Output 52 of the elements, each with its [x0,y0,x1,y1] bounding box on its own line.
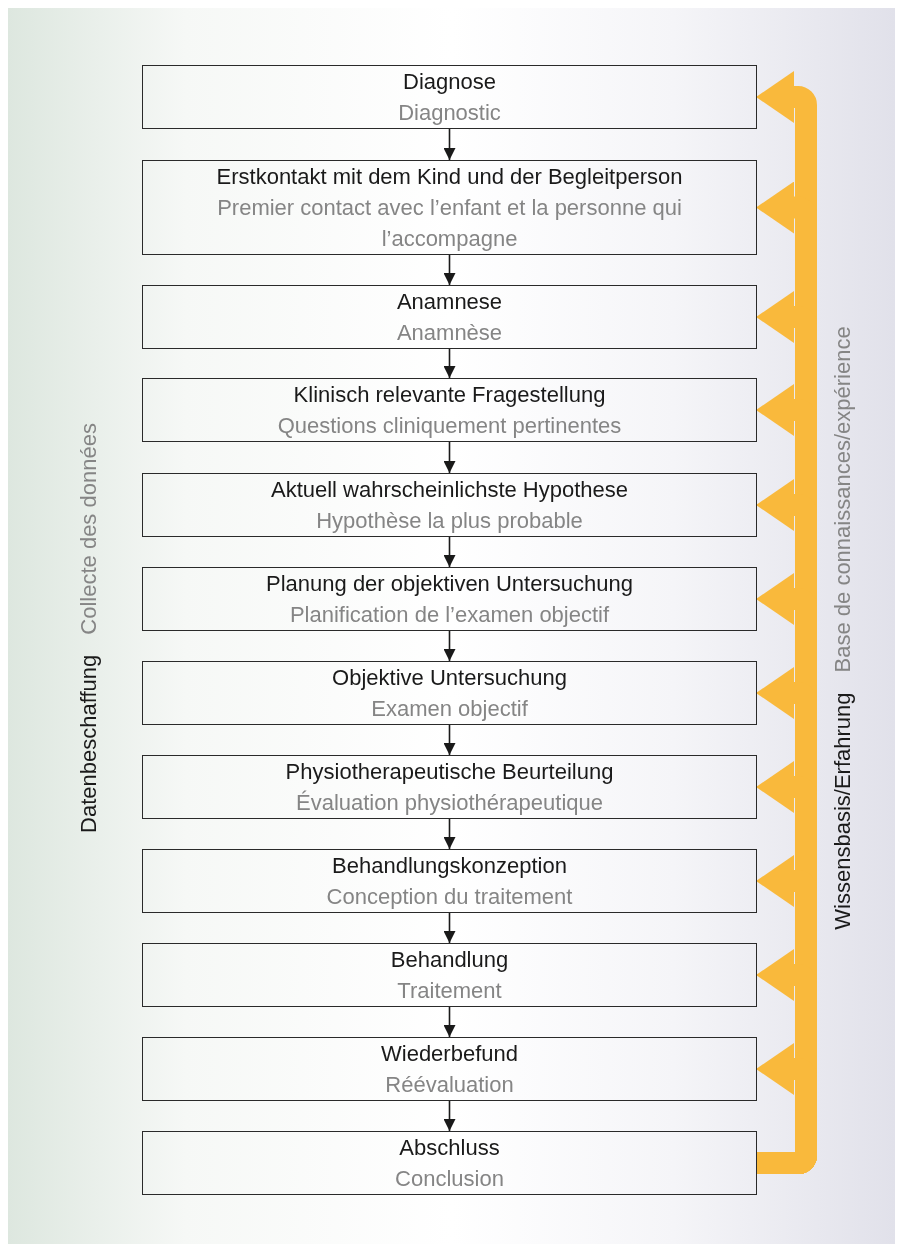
process-box [142,1131,757,1195]
side-label: Datenbeschaffung [74,654,102,833]
step-title: Objektive Untersuchung [332,664,567,692]
step-title: Behandlung [390,946,509,974]
step-translation: Hypothèse la plus probable [316,507,583,535]
process-box [142,378,757,442]
step-translation: Conclusion [395,1165,504,1193]
step-translation: Évaluation physiothérapeutique [296,789,603,817]
process-box [142,943,757,1007]
arrow [443,1100,456,1132]
arrow [443,254,456,286]
step-title: Abschluss [399,1134,500,1162]
step-translation: Traitement [397,977,502,1005]
step-title: Physiotherapeutische Beurteilung [285,758,614,786]
arrow [443,724,456,756]
process-box [142,849,757,913]
step-translation: Examen objectif [371,695,528,723]
step-title: Behandlungskonzeption [332,852,567,880]
arrow [443,1006,456,1038]
arrow [443,348,456,379]
side-label: Wissensbasis/Erfahrung [828,692,856,930]
step-translation: Réévaluation [385,1071,514,1099]
side-label: Base de connaissances/expérience [828,326,856,673]
step-title: Klinisch relevante Fragestellung [293,381,606,409]
step-title: Diagnose [403,68,496,96]
arrow [443,441,456,474]
step-translation: Conception du traitement [326,883,573,911]
process-box [142,160,757,255]
arrow [443,630,456,662]
step-translation: Anamnèse [396,319,503,347]
process-box [142,285,757,349]
arrow [443,536,456,568]
arrow [443,912,456,944]
step-title: Wiederbefund [381,1040,518,1068]
step-translation: Diagnostic [398,99,501,127]
arrow [756,1043,817,1174]
arrow [443,128,456,161]
process-box [142,473,757,537]
process-box [142,567,757,631]
step-title: Erstkontakt mit dem Kind und der Begleitperson [216,163,683,191]
process-box [142,65,757,129]
arrow [443,818,456,850]
process-box [142,661,757,725]
step-title: Aktuell wahrscheinlichste Hypothese [270,476,629,504]
side-label: Collecte des données [74,423,102,635]
step-title: Planung der objektiven Untersuchung [266,570,633,598]
step-translation: Planification de l’examen objectif [289,601,610,629]
step-translation: Questions cliniquement pertinentes [277,412,622,440]
process-box [142,1037,757,1101]
step-translation: Premier contact avec l’enfant et la personne qui l’accompagne [216,194,683,253]
process-box [142,755,757,819]
step-title: Anamnese [396,288,503,316]
